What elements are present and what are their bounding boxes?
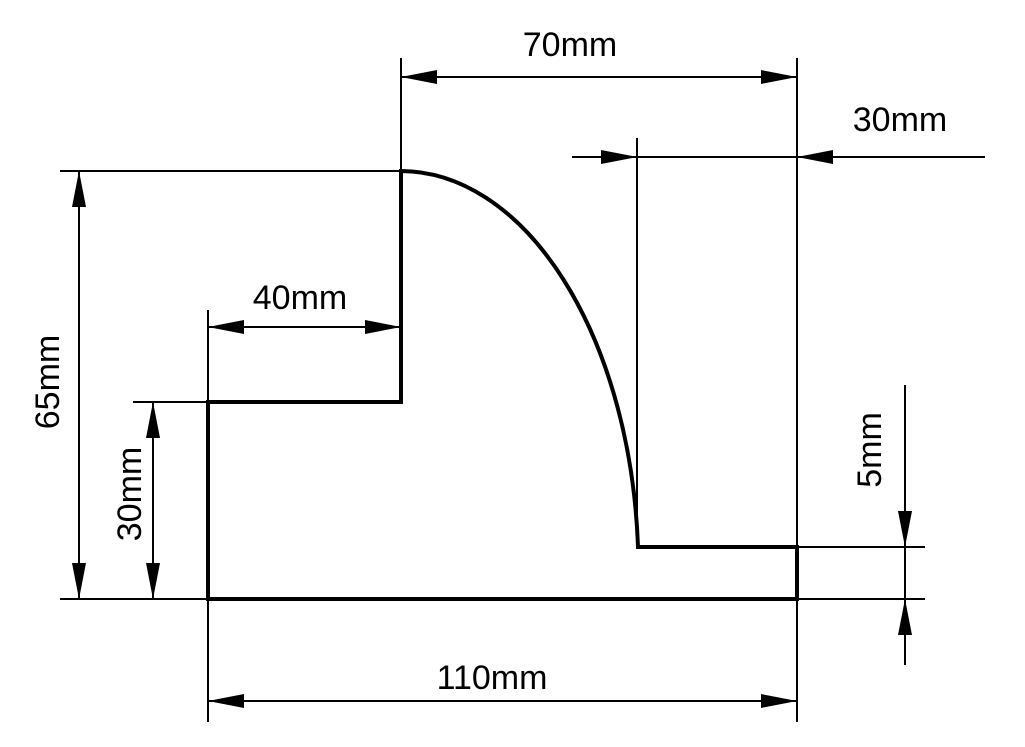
part-outline: [206, 168, 799, 601]
dimension-step-40: 40mm: [208, 279, 401, 334]
label-30mm-left: 30mm: [111, 447, 149, 541]
dimension-height-65: 65mm: [29, 171, 86, 599]
label-5mm: 5mm: [851, 412, 889, 488]
extension-lines: [60, 58, 925, 722]
dimension-width-110: 110mm: [208, 659, 797, 708]
label-30mm-top: 30mm: [853, 101, 947, 139]
label-110mm: 110mm: [437, 659, 548, 697]
dimension-top-70: 70mm: [401, 26, 797, 84]
label-40mm: 40mm: [253, 279, 347, 317]
dimension-right-30: 30mm: [572, 101, 985, 164]
label-65mm: 65mm: [29, 335, 67, 429]
label-70mm: 70mm: [523, 26, 617, 64]
dimension-step-height-30: 30mm: [111, 402, 160, 599]
dimension-base-5: 5mm: [851, 385, 912, 665]
